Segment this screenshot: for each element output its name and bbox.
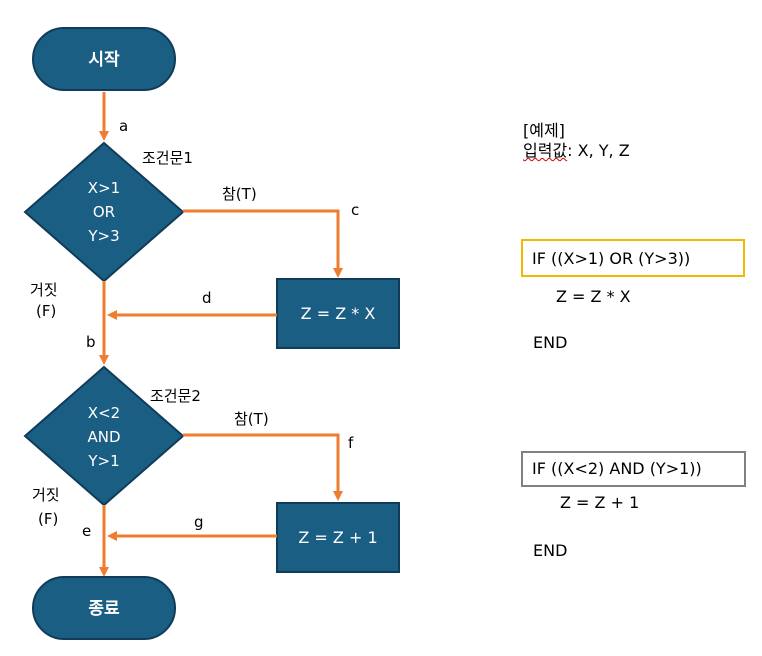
false-label-2-line-1: 거짓: [32, 486, 60, 504]
process-2-label: Z = Z + 1: [298, 528, 377, 547]
start-label: 시작: [88, 50, 120, 70]
code-block-2-condition: IF ((X<2) AND (Y>1)): [532, 459, 702, 478]
false-label-1-line-1: 거짓: [30, 281, 58, 299]
example-input-line: 입력값: X, Y, Z: [523, 137, 630, 161]
true-label-1: 참(T): [222, 185, 257, 203]
false-label-1-line-2: (F): [36, 302, 56, 320]
example-input-values: : X, Y, Z: [567, 141, 630, 160]
false-label-2-line-2: (F): [38, 510, 58, 528]
edge-a-label: a: [119, 117, 128, 135]
process-1-box: [276, 278, 400, 349]
decision-1-line-1: X>1: [88, 179, 120, 197]
decision-1-title: 조건문1: [142, 149, 193, 167]
code-block-1-statement: Z = Z * X: [556, 287, 631, 306]
code-block-1-condition: IF ((X>1) OR (Y>3)): [532, 249, 691, 268]
code-block-2-frame: [521, 451, 746, 487]
end-label: 종료: [88, 599, 120, 619]
edge-b-label: b: [86, 333, 96, 351]
code-block-1-frame: [521, 239, 745, 277]
edge-e-label: e: [82, 522, 91, 540]
edge-g-label: g: [194, 513, 204, 531]
edge-f-label: f: [348, 434, 354, 452]
example-input-label: 입력값: [523, 141, 568, 160]
edge-f-arrow: [183, 433, 343, 501]
code-block-2-end: END: [533, 541, 568, 560]
start-terminal: [32, 27, 176, 91]
decision-2-line-1: X<2: [88, 404, 120, 422]
code-block-2-statement: Z = Z + 1: [560, 493, 640, 512]
decision-2-line-3: Y>1: [87, 452, 119, 470]
true-label-2: 참(T): [234, 410, 269, 428]
edge-c-arrow: [183, 209, 343, 278]
decision-1-line-2: OR: [93, 203, 115, 221]
decision-2-title: 조건문2: [150, 387, 201, 405]
edge-c-label: c: [351, 201, 359, 219]
end-terminal: [32, 576, 176, 640]
example-title: [예제]: [523, 121, 565, 140]
process-1-label: Z = Z * X: [301, 304, 376, 323]
decision-2-line-2: AND: [87, 428, 120, 446]
decision-1-line-3: Y>3: [87, 227, 119, 245]
process-2-box: [276, 502, 400, 573]
edge-d-label: d: [202, 289, 212, 307]
code-block-1-end: END: [533, 333, 568, 352]
